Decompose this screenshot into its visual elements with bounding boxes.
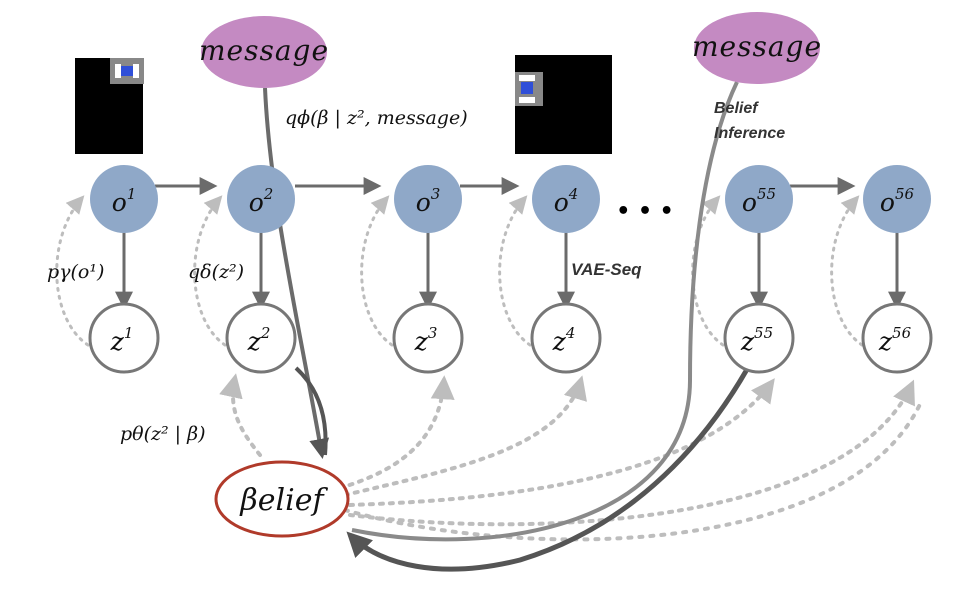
svg-text:o4: o4 [554, 185, 579, 217]
latent-node-4 [530, 302, 602, 374]
svg-text:z3: z3 [414, 324, 438, 356]
latent-node-1 [88, 302, 160, 374]
observation-labels: o1 o2 o3 o4 o55 o56 [112, 185, 915, 217]
svg-text:βelief: βelief [239, 483, 328, 518]
svg-text:o2: o2 [249, 185, 274, 217]
grid-image-left [75, 58, 144, 154]
svg-text:z56: z56 [878, 324, 912, 356]
message-node-left: message [199, 16, 329, 88]
svg-text:z55: z55 [740, 324, 773, 356]
dotted-loops [55, 195, 864, 347]
svg-text:o56: o56 [880, 185, 915, 217]
latent-node-2 [225, 302, 297, 374]
belief-inference-label-2: Inference [714, 125, 785, 142]
latent-node-3 [392, 302, 464, 374]
message-node-right: message [692, 12, 822, 84]
svg-text:o1: o1 [112, 185, 137, 217]
belief-node: βelief [214, 460, 350, 538]
obs-node-3 [394, 165, 462, 233]
obs-node-56 [863, 165, 931, 233]
p-gamma-label: pγ(o¹) [47, 261, 104, 283]
vae-seq-label: VAE-Seq [571, 260, 642, 279]
latent-node-55 [723, 302, 795, 374]
q-delta-label: qδ(z²) [188, 261, 244, 283]
svg-text:message: message [199, 34, 329, 67]
inference-arrows [263, 81, 758, 572]
obs-node-55 [725, 165, 793, 233]
latent-nodes [88, 302, 933, 374]
belief-inference-label-1: Belief [714, 100, 759, 117]
latent-node-56 [861, 302, 933, 374]
obs-to-latent-arrows [115, 232, 906, 310]
belief-to-latent-arrows [219, 373, 924, 542]
svg-text:o55: o55 [742, 185, 776, 217]
obs-node-4 [532, 165, 600, 233]
svg-text:o3: o3 [416, 185, 441, 217]
grid-image-right [515, 55, 612, 154]
ellipsis: • • • [616, 199, 674, 224]
q-phi-label: qϕ(β | z², message) [285, 107, 468, 129]
observation-nodes [90, 165, 931, 233]
svg-text:z2: z2 [247, 324, 271, 356]
p-theta-label: pθ(z² | β) [120, 423, 206, 445]
svg-text:z1: z1 [110, 324, 134, 356]
obs-node-1 [90, 165, 158, 233]
svg-text:z4: z4 [552, 324, 576, 356]
obs-node-2 [227, 165, 295, 233]
latent-labels: z1 z2 z3 z4 z55 z56 [110, 324, 912, 356]
svg-text:message: message [692, 30, 822, 63]
